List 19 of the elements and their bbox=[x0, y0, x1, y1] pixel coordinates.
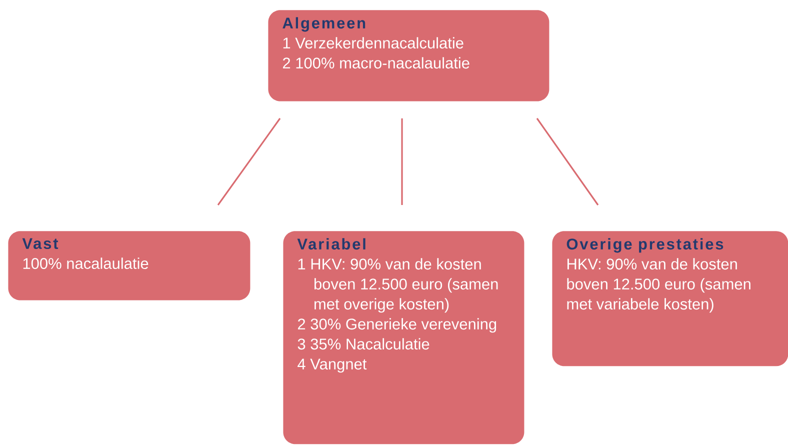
connector-line bbox=[401, 118, 403, 205]
connector-line bbox=[217, 118, 281, 206]
heading: Overige prestaties bbox=[566, 238, 724, 253]
body-text: 100% nacalaulatie bbox=[23, 258, 148, 269]
connector-line bbox=[536, 118, 599, 206]
heading: Variabel bbox=[297, 238, 366, 250]
heading: Vast bbox=[22, 238, 58, 249]
body-text: HKV: 90% van de kosten boven 12.500 euro (samen met variabele kosten) bbox=[567, 258, 750, 313]
list-item: 1 HKV: 90% van de kosten boven 12.500 euro (samen met overige kosten) bbox=[298, 258, 498, 313]
list-item: 2 100% macro-nacalaulatie bbox=[283, 57, 470, 69]
text-box bbox=[268, 10, 550, 102]
list-item: 1 Verzekerdennacalculatie bbox=[283, 37, 464, 49]
list-item: 2 30% Generieke verevening bbox=[298, 318, 496, 333]
heading: Algemeen bbox=[282, 17, 366, 32]
text-box bbox=[552, 231, 788, 366]
list-item: 3 35% Nacalculatie bbox=[298, 338, 430, 350]
text-box bbox=[283, 231, 524, 444]
text-box bbox=[8, 231, 250, 300]
list-item: 4 Vangnet bbox=[298, 358, 367, 373]
